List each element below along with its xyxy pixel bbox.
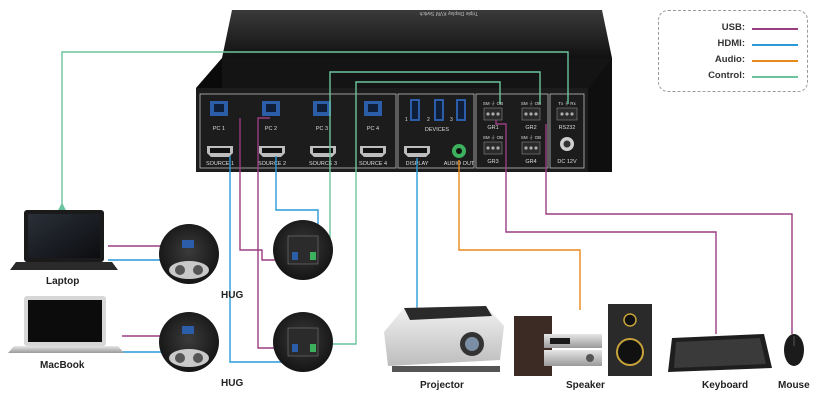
laptop <box>10 210 118 270</box>
legend-control-label: Control: <box>708 70 745 81</box>
label-projector: Projector <box>420 380 464 391</box>
hug-receiver-1 <box>273 220 333 280</box>
legend-usb-label: USB: <box>721 22 745 33</box>
label-speaker: Speaker <box>566 380 605 391</box>
label-gr4: GR4 <box>525 159 536 165</box>
cable-usb-pc1 <box>239 118 288 261</box>
port-gr4[interactable] <box>521 141 541 155</box>
label-pc2: PC 2 <box>265 126 277 132</box>
label-smob-2: SM ⏚ OB <box>521 100 541 106</box>
label-hug-1: HUG <box>221 290 244 301</box>
projector <box>384 306 504 372</box>
port-source1[interactable] <box>207 146 233 157</box>
port-pc4[interactable] <box>364 101 382 116</box>
label-hug-2: HUG <box>221 378 244 389</box>
label-smob-1: SM ⏚ OB <box>483 100 503 106</box>
label-laptop: Laptop <box>46 276 80 287</box>
label-source1: SOURCE 1 <box>206 161 234 167</box>
legend-audio-label: Audio: <box>714 54 745 65</box>
kvm-switch: Triple Display KVM Switch PC 1 PC 2 PC 3… <box>196 10 612 172</box>
cable-audio-speaker <box>458 160 581 310</box>
legend-hdmi-label: HDMI: <box>717 38 745 49</box>
port-rs232[interactable] <box>556 107 578 121</box>
legend-control-swatch <box>752 76 798 78</box>
label-smob-3: SM ⏚ OB <box>483 134 503 140</box>
macbook <box>8 296 124 353</box>
port-pc1[interactable] <box>210 101 228 116</box>
port-source3[interactable] <box>310 146 336 157</box>
port-dc-12v[interactable] <box>560 137 574 151</box>
label-smob-4: SM ⏚ OB <box>521 134 541 140</box>
label-pc4: PC 4 <box>367 126 379 132</box>
label-gr3: GR3 <box>487 159 498 165</box>
port-gr1[interactable] <box>483 107 503 121</box>
legend-hdmi-swatch <box>752 44 798 46</box>
kvm-top-text: Triple Display KVM Switch <box>419 10 478 16</box>
label-pc1: PC 1 <box>213 126 225 132</box>
mouse <box>784 334 804 366</box>
hug-transmitter-1 <box>159 224 219 284</box>
hug-transmitter-2 <box>159 312 219 372</box>
kvm-top-surface <box>222 10 612 58</box>
label-rs232: RS232 <box>559 125 576 131</box>
label-source4: SOURCE 4 <box>359 161 387 167</box>
legend-usb-swatch <box>752 28 798 30</box>
port-devices[interactable] <box>410 99 466 121</box>
label-dev3: 3 <box>450 117 453 123</box>
label-gr2: GR2 <box>525 125 536 131</box>
port-gr2[interactable] <box>521 107 541 121</box>
label-macbook: MacBook <box>40 360 85 371</box>
port-display[interactable] <box>404 146 430 157</box>
cable-control-laptop <box>56 51 569 214</box>
port-source2[interactable] <box>259 146 285 157</box>
cable-control-gr2 <box>329 71 541 196</box>
legend-audio: Audio: <box>659 54 807 68</box>
cable-usb-keyboard <box>495 120 717 334</box>
label-gr1: GR1 <box>487 125 498 131</box>
hug-receiver-2 <box>273 312 333 372</box>
label-source3: SOURCE 3 <box>309 161 337 167</box>
port-pc3[interactable] <box>313 101 331 116</box>
label-source2: SOURCE 2 <box>258 161 286 167</box>
label-devices: DEVICES <box>425 127 449 133</box>
label-dev2: 2 <box>427 117 430 123</box>
legend-hdmi: HDMI: <box>659 38 807 52</box>
cable-usb-mouse <box>545 124 793 334</box>
speaker-system <box>514 304 652 376</box>
port-audio-out[interactable] <box>452 144 466 158</box>
port-source4[interactable] <box>360 146 386 157</box>
label-pc3: PC 3 <box>316 126 328 132</box>
port-gr3[interactable] <box>483 141 503 155</box>
legend: USB: HDMI: Audio: Control: <box>658 10 808 92</box>
label-keyboard: Keyboard <box>702 380 749 391</box>
keyboard <box>668 334 772 372</box>
legend-audio-swatch <box>752 60 798 62</box>
label-mouse: Mouse <box>778 380 810 391</box>
cable-control-gr1 <box>355 81 501 196</box>
legend-control: Control: <box>659 70 807 84</box>
legend-usb: USB: <box>659 22 807 36</box>
port-pc2[interactable] <box>262 101 280 116</box>
label-dc-12v: DC 12V <box>557 159 577 165</box>
label-dev1: 1 <box>405 117 408 123</box>
kvm-rear-panel <box>196 88 588 172</box>
cable-usb-pc2 <box>257 117 288 349</box>
